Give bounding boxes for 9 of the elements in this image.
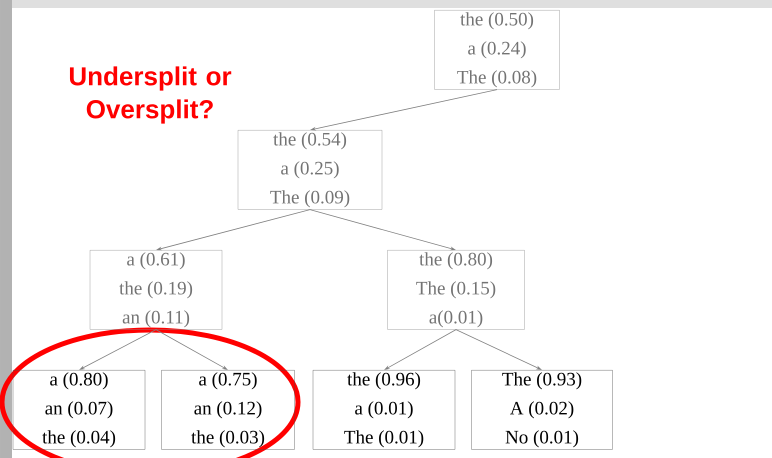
question-text: Undersplit or Oversplit? — [70, 66, 232, 124]
distribution-box: the (0.80) The (0.15) a(0.01) — [387, 250, 525, 330]
distribution-box: a (0.80) an (0.07) the (0.04) — [12, 370, 146, 450]
distribution-box: the (0.50) a (0.24) The (0.08) — [434, 10, 560, 90]
distribution-box: The (0.93) A (0.02) No (0.01) — [471, 370, 613, 450]
distribution-box: a (0.61) the (0.19) an (0.11) — [90, 250, 222, 330]
distribution-box: the (0.54) a (0.25) The (0.09) — [238, 130, 382, 210]
distribution-box: the (0.96) a (0.01) The (0.01) — [312, 370, 456, 450]
distribution-box: a (0.75) an (0.12) the (0.03) — [161, 370, 295, 450]
